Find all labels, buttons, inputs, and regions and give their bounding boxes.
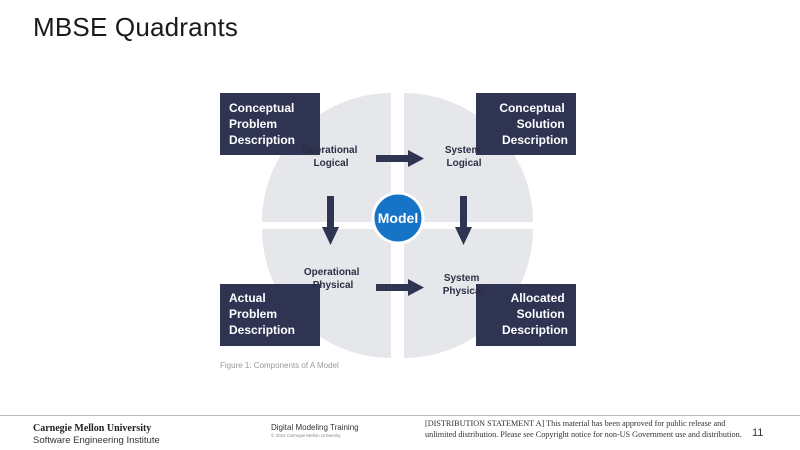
distribution-statement: [DISTRIBUTION STATEMENT A] This material… (425, 419, 742, 439)
training-title: Digital Modeling Training (271, 423, 359, 432)
arrow-down-left (322, 196, 339, 245)
figure-caption: Figure 1: Components of A Model (220, 361, 339, 370)
box-bottom-left-label: Actual Problem Description (229, 291, 295, 337)
box-bottom-left (220, 284, 320, 346)
box-bottom-right-label: Allocated Solution Description (502, 291, 568, 337)
arrow-right-top (376, 150, 424, 167)
quadrant-bottom-right-label: System Physical (443, 273, 484, 297)
quadrant-bottom-right (404, 229, 533, 358)
university-name: Carnegie Mellon University (33, 423, 152, 434)
quadrant-bottom-left-label: Operational Physical (304, 267, 362, 291)
quadrant-bottom-left (262, 229, 391, 358)
slide-title: MBSE Quadrants (33, 12, 239, 42)
footer-divider (0, 415, 800, 416)
quadrant-top-left (262, 93, 391, 222)
box-bottom-right (476, 284, 576, 346)
model-label: Model (378, 210, 418, 226)
page-number: 11 (752, 427, 764, 439)
box-top-left (220, 93, 320, 155)
model-circle (371, 191, 425, 245)
quadrant-top-right-label: System Logical (445, 145, 483, 169)
box-top-left-label: Conceptual Problem Description (229, 101, 298, 147)
institute-name: Software Engineering Institute (33, 435, 160, 446)
box-top-right (476, 93, 576, 155)
arrow-down-right (455, 196, 472, 245)
box-top-right-label: Conceptual Solution Description (499, 101, 568, 147)
quadrant-top-left-label: Operational Logical (302, 145, 360, 169)
quadrant-top-right (404, 93, 533, 222)
copyright-notice: © 2022 Carnegie Mellon University (271, 433, 341, 438)
arrow-right-bottom (376, 279, 424, 296)
